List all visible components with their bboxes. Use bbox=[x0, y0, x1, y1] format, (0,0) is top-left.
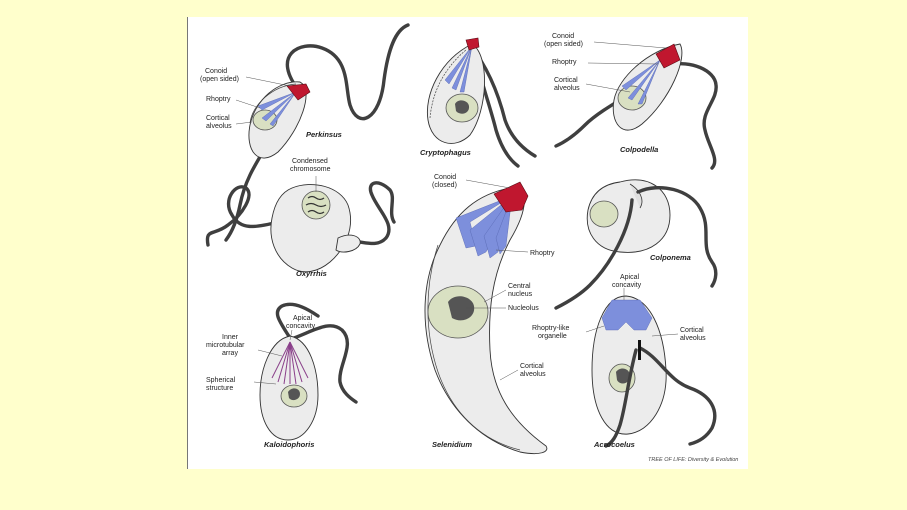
colpodella-anterior-flagellum bbox=[670, 64, 716, 168]
selenidium-name: Selenidium bbox=[432, 440, 472, 449]
acrocoelus-name: Acrocoelus bbox=[593, 440, 635, 449]
cryptophagus-cell bbox=[427, 38, 535, 166]
kaloidophoris-array-label: Inner microtubular array bbox=[206, 334, 246, 357]
colpodella-cortical-label: Cortical alveolus bbox=[554, 77, 580, 92]
perkinsus-name: Perkinsus bbox=[306, 130, 342, 139]
acrocoelus-cortical-label: Cortical alveolus bbox=[680, 327, 706, 342]
selenidium-conoid-label: Conoid (closed) bbox=[432, 174, 458, 189]
perkinsus-rhoptry-label: Rhoptry bbox=[206, 96, 231, 103]
colpodella-conoid-label: Conoid (open sided) bbox=[544, 33, 583, 48]
kaloidophoris-apical-label: Apical concavity bbox=[286, 315, 316, 330]
colpodella-rhoptry-label: Rhoptry bbox=[552, 59, 577, 66]
colpodella-name: Colpodella bbox=[620, 145, 658, 154]
acrocoelus-cell bbox=[586, 288, 715, 446]
oxyrrhis-name: Oxyrrhis bbox=[296, 269, 327, 278]
selenidium-cell bbox=[425, 180, 547, 454]
perkinsus-cortical-label: Cortical alveolus bbox=[206, 115, 232, 130]
selenidium-cortical-label: Cortical alveolus bbox=[520, 363, 546, 378]
oxyrrhis-chromosome-label: Condensed chromosome bbox=[290, 158, 331, 173]
credit-line: TREE OF LIFE: Diversity & Evolution bbox=[648, 457, 738, 463]
perkinsus-anterior-flagellum bbox=[287, 25, 408, 119]
kaloidophoris-spherical-label: Spherical structure bbox=[206, 377, 237, 392]
perkinsus-conoid-label: Conoid (open sided) bbox=[200, 68, 239, 83]
colponema-name: Colponema bbox=[650, 253, 691, 262]
acrocoelus-rhoptry-like-label: Rhoptry-like organelle bbox=[532, 325, 571, 340]
cryptophagus-name: Cryptophagus bbox=[420, 148, 471, 157]
selenidium-rhoptry-label: Rhoptry bbox=[530, 250, 555, 257]
selenidium-nucleus-label: Central nucleus bbox=[508, 283, 533, 298]
selenidium-nucleolus-label: Nucleolus bbox=[508, 305, 539, 312]
kaloidophoris-name: Kaloidophoris bbox=[264, 440, 314, 449]
acrocoelus-apical-label: Apical concavity bbox=[612, 274, 642, 289]
